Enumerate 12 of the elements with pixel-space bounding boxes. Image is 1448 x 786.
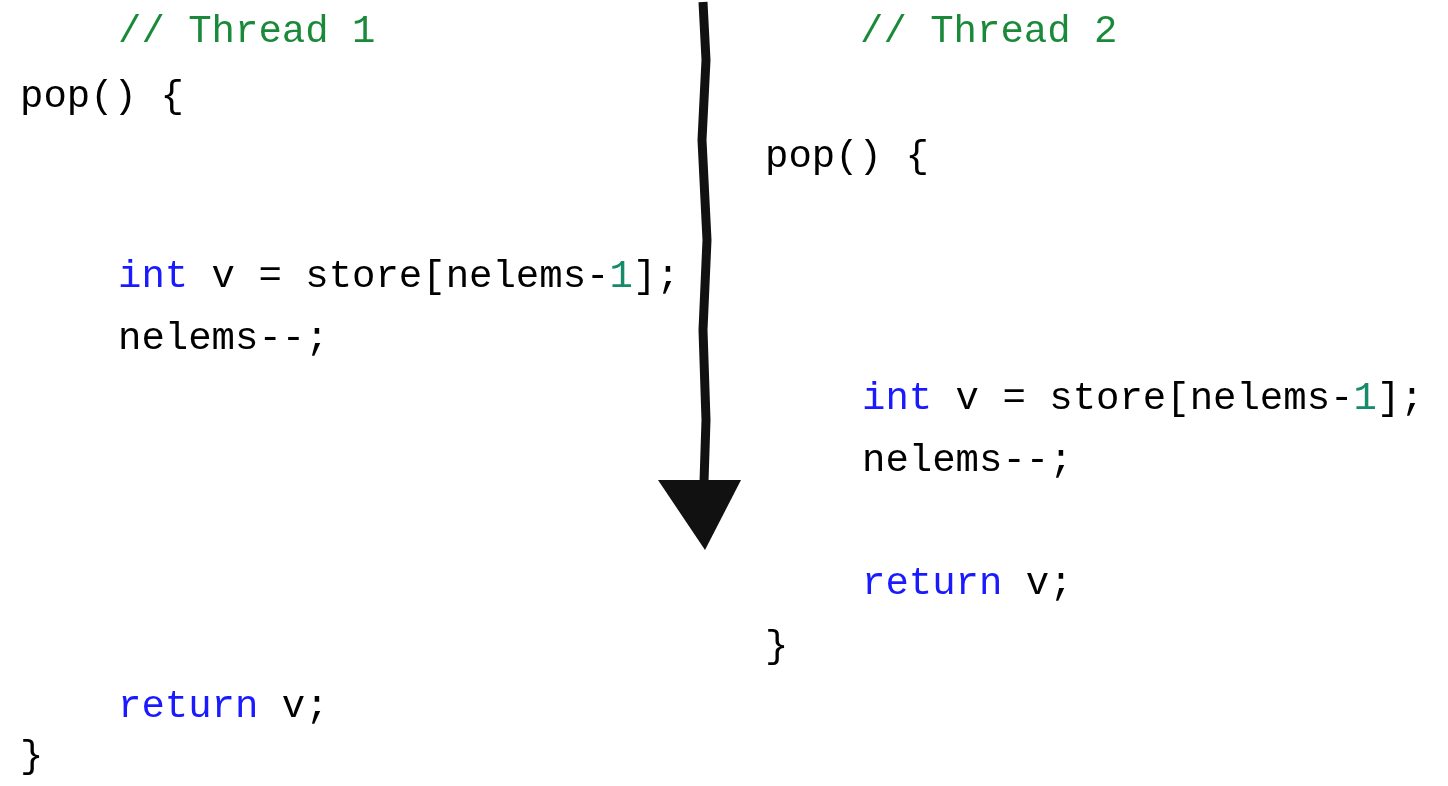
code-line: } — [765, 628, 789, 667]
code-line: nelems--; — [862, 442, 1073, 481]
code-line: } — [20, 738, 44, 777]
code-line: int v = store[nelems-1]; — [862, 380, 1424, 419]
code-line: return v; — [118, 688, 329, 727]
code-line: int v = store[nelems-1]; — [118, 258, 680, 297]
code-line: pop() { — [20, 78, 184, 117]
code-line: pop() { — [765, 138, 929, 177]
code-comment: // Thread 2 — [860, 13, 1118, 52]
code-line: nelems--; — [118, 320, 329, 359]
code-line: return v; — [862, 565, 1073, 604]
code-comment: // Thread 1 — [118, 13, 376, 52]
